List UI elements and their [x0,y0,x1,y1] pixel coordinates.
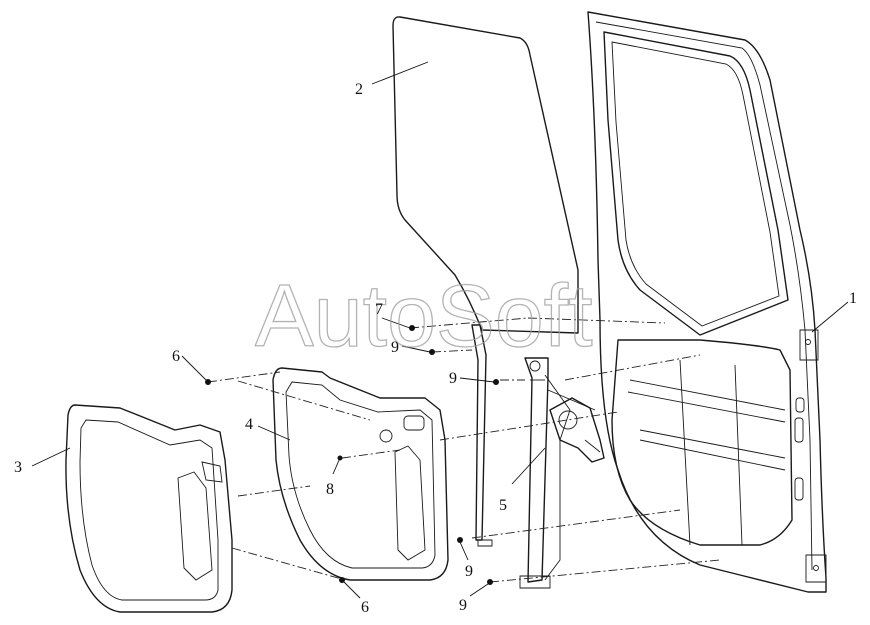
bolt-e [487,579,493,585]
inner-panel [272,367,449,581]
callouts: 1 2 3 4 5 6 6 7 8 9 9 9 9 [14,81,857,616]
door-trim-pad [65,404,233,613]
callout-7: 7 [375,301,383,318]
watermark: AutoSoft [255,266,593,365]
window-glass [392,16,579,334]
bolt-a [409,325,415,331]
callout-1: 1 [849,290,857,307]
callout-9-b: 9 [449,370,457,387]
callout-6-top: 6 [172,348,180,365]
callout-9-d: 9 [459,597,467,614]
bolt-c [493,379,499,385]
assembly-lines [207,317,721,583]
callout-9-a: 9 [391,339,399,356]
door-frame [587,11,827,593]
callout-4: 4 [245,416,253,433]
bolt-d [457,537,463,543]
glass-guide-channel [471,324,493,547]
callout-6-bottom: 6 [361,599,369,616]
callout-9-c: 9 [465,563,473,580]
callout-2: 2 [355,81,363,98]
fasteners [205,325,499,585]
callout-8: 8 [326,481,334,498]
window-regulator [519,357,605,589]
callout-5: 5 [499,497,507,514]
callout-3: 3 [14,459,22,476]
leader-lines [31,61,849,599]
bolt-b [429,349,435,355]
